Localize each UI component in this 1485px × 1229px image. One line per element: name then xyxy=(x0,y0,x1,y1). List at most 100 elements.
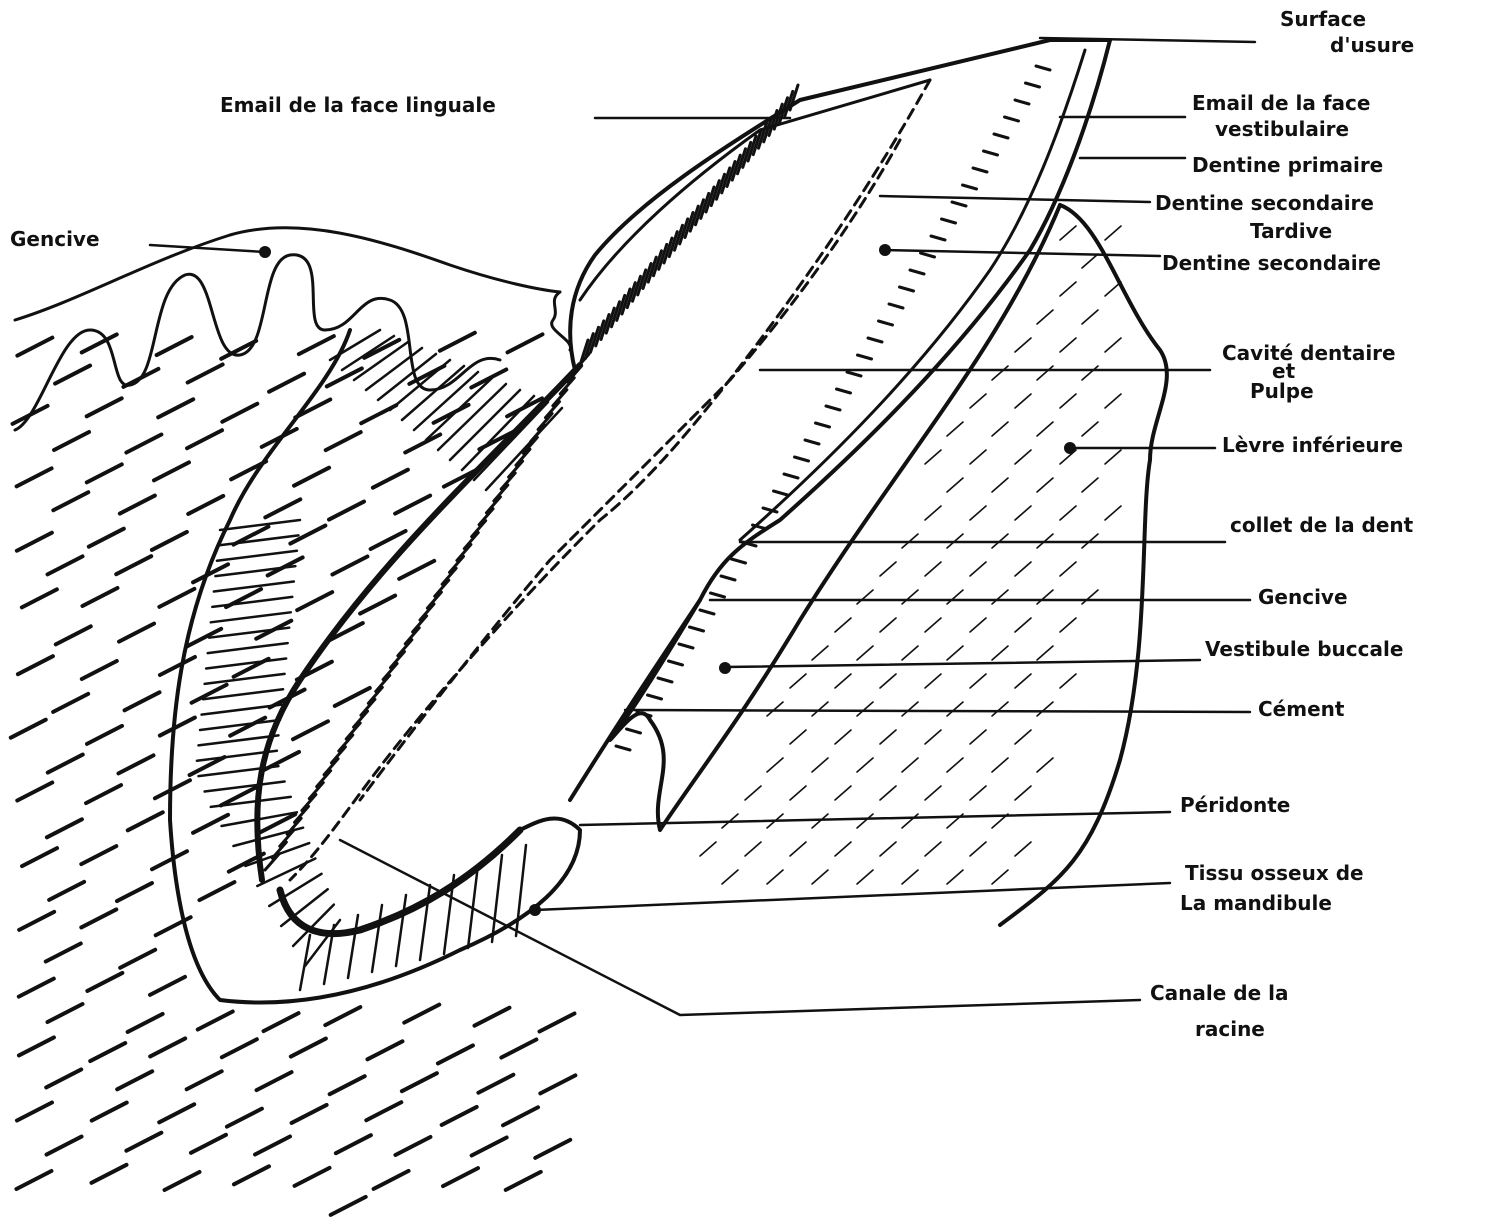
vestibular-tick xyxy=(910,270,924,274)
vestibular-tick xyxy=(847,372,861,376)
periodontium-line xyxy=(348,915,358,978)
bone-dash xyxy=(117,883,152,901)
bone-dash xyxy=(81,909,116,927)
bone-dash xyxy=(501,1040,536,1058)
lip-hatching xyxy=(700,226,1121,884)
lip-dash xyxy=(1015,618,1031,632)
bone-dash xyxy=(17,468,52,486)
bone-dash xyxy=(395,496,430,514)
bone-dash xyxy=(128,812,163,830)
bone-dash xyxy=(128,1014,163,1032)
lip-dash xyxy=(1015,842,1031,856)
periodontium-line xyxy=(220,520,300,530)
lip-dash xyxy=(790,786,806,800)
bone-dash xyxy=(291,1039,326,1057)
leader-lines xyxy=(150,38,1255,1015)
vestibular-tick xyxy=(973,168,987,172)
leader-dentine-sec-tardive xyxy=(880,196,1150,202)
bone-dash xyxy=(265,499,300,517)
periodontium-line xyxy=(198,766,278,776)
lip-dash xyxy=(1015,562,1031,576)
label-dentine-sec-tardive-2: Tardive xyxy=(1250,219,1332,243)
lip-dash xyxy=(767,758,783,772)
bone-dash xyxy=(158,399,193,417)
periodontium-line xyxy=(217,551,297,561)
bone-dash xyxy=(438,1045,473,1063)
lip-dash xyxy=(812,702,828,716)
vestibular-tick xyxy=(889,304,903,308)
bone-dash xyxy=(48,556,83,574)
lip-dash xyxy=(970,506,986,520)
vestibular-tick xyxy=(994,134,1008,138)
periodontium-line xyxy=(396,895,406,966)
bone-dash xyxy=(154,462,189,480)
bone-dash xyxy=(222,404,257,422)
lip-dash xyxy=(1105,506,1121,520)
label-email-vestibulaire-2: vestibulaire xyxy=(1215,117,1349,141)
bone-dash xyxy=(81,846,116,864)
lip-dash xyxy=(722,870,738,884)
bone-dash xyxy=(159,1104,194,1122)
bone-dash xyxy=(405,434,440,452)
lip-dash xyxy=(947,422,963,436)
bone-dash xyxy=(329,502,364,520)
lip-dash xyxy=(1060,226,1076,240)
bone-dash xyxy=(360,596,395,614)
periodontium-line xyxy=(372,905,382,972)
vestibular-tick xyxy=(931,236,945,240)
root-apex xyxy=(280,830,520,934)
bone-dash xyxy=(336,1135,371,1153)
bone-dash xyxy=(331,1197,366,1215)
lip-dash xyxy=(857,758,873,772)
lip-dash xyxy=(835,842,851,856)
lip-dash xyxy=(1037,478,1053,492)
dot-levre xyxy=(1064,442,1076,454)
lip-dash xyxy=(902,814,918,828)
lip-dash xyxy=(970,842,986,856)
periodontium-line xyxy=(378,354,436,400)
lip-dash xyxy=(992,478,1008,492)
bone-dash xyxy=(535,1140,570,1158)
lip-dash xyxy=(970,730,986,744)
label-surface-usure-2: d'usure xyxy=(1330,33,1414,57)
lip-dash xyxy=(925,450,941,464)
bone-dash xyxy=(299,336,334,354)
lip-dash xyxy=(947,758,963,772)
lip-dash xyxy=(1060,506,1076,520)
lip-dash xyxy=(970,450,986,464)
label-email-linguale: Email de la face linguale xyxy=(220,93,496,117)
periodontium-line xyxy=(342,336,394,370)
bone-dash xyxy=(87,726,122,744)
lip-dash xyxy=(857,702,873,716)
bone-dash xyxy=(55,366,90,384)
bone-dash xyxy=(125,692,160,710)
lip-dash xyxy=(1060,618,1076,632)
periodontium-line xyxy=(212,597,292,607)
bone-dash xyxy=(11,720,46,738)
vestibular-tick xyxy=(711,593,725,597)
bone-dash xyxy=(293,721,328,739)
bone-dash xyxy=(540,1075,575,1093)
label-email-vestibulaire-1: Email de la face xyxy=(1192,91,1370,115)
lip-dash xyxy=(1015,450,1031,464)
bone-dash xyxy=(395,1137,430,1155)
label-cavite-1: Cavité dentaire xyxy=(1222,341,1396,365)
bone-dash xyxy=(325,1007,360,1025)
bone-dash xyxy=(19,912,54,930)
vestibular-tick xyxy=(616,746,630,750)
vestibular-tick xyxy=(1036,66,1050,70)
bone-dash xyxy=(18,656,53,674)
lip-dash xyxy=(947,590,963,604)
lip-dash xyxy=(835,730,851,744)
lip-dash xyxy=(1037,366,1053,380)
lip-dash xyxy=(925,618,941,632)
bone-dash xyxy=(159,589,194,607)
lip-dash xyxy=(902,758,918,772)
label-tissu-2: La mandibule xyxy=(1180,891,1332,915)
lip-dash xyxy=(1015,674,1031,688)
bone-dash xyxy=(22,848,57,866)
bone-dash xyxy=(82,588,117,606)
vestibular-tick xyxy=(795,457,809,461)
label-gencive-right: Gencive xyxy=(1258,585,1348,609)
bone-dash xyxy=(17,533,52,551)
